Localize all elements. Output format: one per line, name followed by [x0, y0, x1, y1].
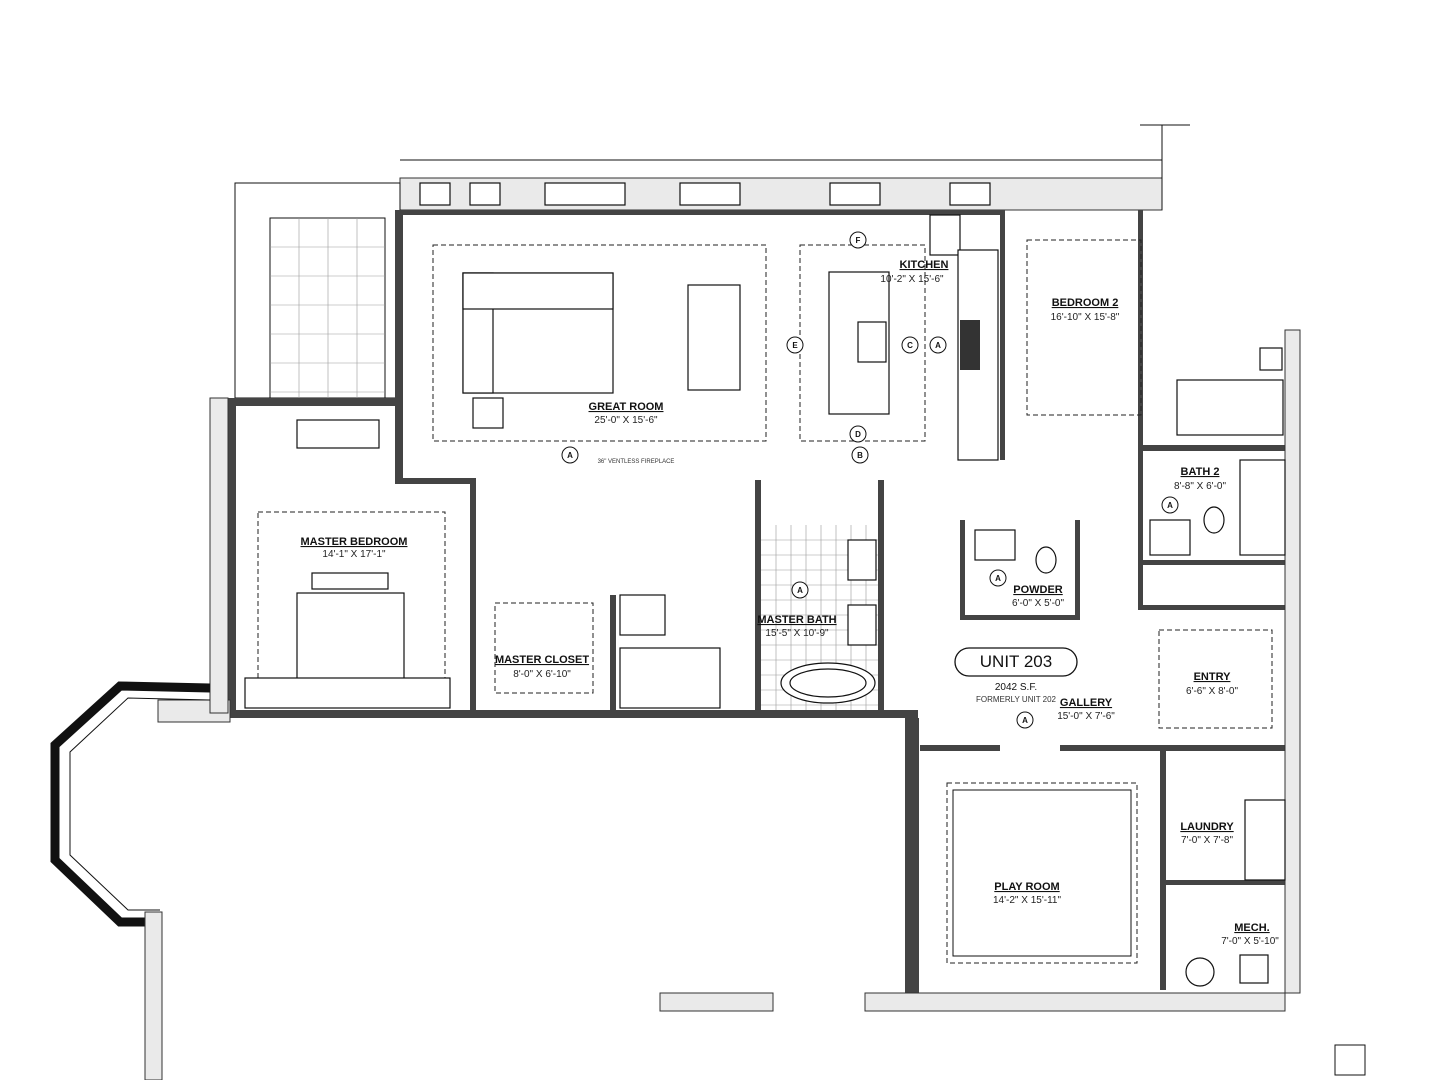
laundry-dims: 7'-0" X 7'-8" — [1181, 835, 1234, 846]
laundry-label: LAUNDRY — [1180, 821, 1234, 833]
fireplace-note: 36" VENTLESS FIREPLACE — [598, 459, 675, 465]
kitchen-dims: 10'-2" X 15'-6" — [880, 274, 944, 285]
kitchen-label: KITCHEN — [900, 259, 949, 271]
misc-rooms — [946, 459, 1286, 987]
section-tag-a5: A — [989, 569, 1007, 587]
master-closet-dims: 8'-0" X 6'-10" — [513, 669, 571, 680]
master-bath-label: MASTER BATH — [757, 614, 836, 626]
section-tag-a1: A — [561, 446, 579, 464]
section-tag-a3: A — [791, 581, 809, 599]
section-tag-e: E — [786, 336, 804, 354]
section-tag-f: F — [849, 231, 867, 249]
svg-text:A: A — [935, 341, 941, 350]
unit-label — [954, 647, 1078, 677]
master-bedroom-furniture — [244, 419, 451, 709]
play-room-label: PLAY ROOM — [994, 881, 1059, 893]
bedroom2-furniture — [1026, 239, 1284, 436]
bath2-dims: 8'-8" X 6'-0" — [1174, 481, 1227, 492]
svg-text:A: A — [1167, 501, 1173, 510]
section-tag-a2: A — [929, 336, 947, 354]
gallery-dims: 15'-0" X 7'-6" — [1057, 711, 1115, 722]
great-room-furniture — [432, 244, 767, 442]
master-bath — [619, 525, 878, 710]
bath2-label: BATH 2 — [1181, 466, 1220, 478]
play-room-dims: 14'-2" X 15'-11" — [993, 895, 1061, 906]
exterior-top-wall — [399, 124, 1190, 211]
great-room-label: GREAT ROOM — [589, 401, 664, 413]
kitchen-furniture — [799, 214, 999, 461]
entry-label: ENTRY — [1194, 671, 1232, 683]
mech-label: MECH. — [1234, 922, 1269, 934]
svg-text:A: A — [995, 574, 1001, 583]
section-tag-c: C — [901, 336, 919, 354]
unit-name: UNIT 203 — [980, 652, 1052, 671]
mech-dims: 7'-0" X 5'-10" — [1221, 936, 1279, 947]
bedroom2-dims: 16'-10" X 15'-8" — [1051, 312, 1120, 323]
master-bedroom-dims: 14'-1" X 17'-1" — [322, 549, 386, 560]
unit-area: 2042 S.F. — [995, 682, 1037, 693]
svg-text:E: E — [792, 341, 798, 350]
balcony — [234, 182, 401, 399]
section-tag-a4: A — [1016, 711, 1034, 729]
master-bath-dims: 15'-5" X 10'-9" — [765, 628, 829, 639]
master-bedroom-label: MASTER BEDROOM — [301, 536, 408, 548]
svg-text:C: C — [907, 341, 913, 350]
bedroom2-label: BEDROOM 2 — [1052, 297, 1119, 309]
gallery-label: GALLERY — [1060, 697, 1113, 709]
powder-dims: 6'-0" X 5'-0" — [1012, 598, 1065, 609]
section-tag-a6: A — [1161, 496, 1179, 514]
powder-label: POWDER — [1013, 584, 1063, 596]
master-closet — [494, 602, 594, 694]
svg-text:B: B — [857, 451, 863, 460]
svg-text:A: A — [797, 586, 803, 595]
entry-dims: 6'-6" X 8'-0" — [1186, 686, 1239, 697]
svg-text:A: A — [1022, 716, 1028, 725]
section-tag-b: B — [851, 446, 869, 464]
corner-marker — [1334, 1044, 1366, 1076]
svg-text:A: A — [567, 451, 573, 460]
great-room-dims: 25'-0" X 15'-6" — [594, 415, 658, 426]
section-tag-d: D — [849, 425, 867, 443]
bay-window — [50, 681, 211, 1080]
exterior-bottom-wall — [157, 329, 1301, 1012]
master-closet-label: MASTER CLOSET — [495, 654, 589, 666]
unit-former: FORMERLY UNIT 202 — [976, 695, 1057, 704]
svg-text:D: D — [855, 430, 861, 439]
svg-text:F: F — [856, 236, 861, 245]
